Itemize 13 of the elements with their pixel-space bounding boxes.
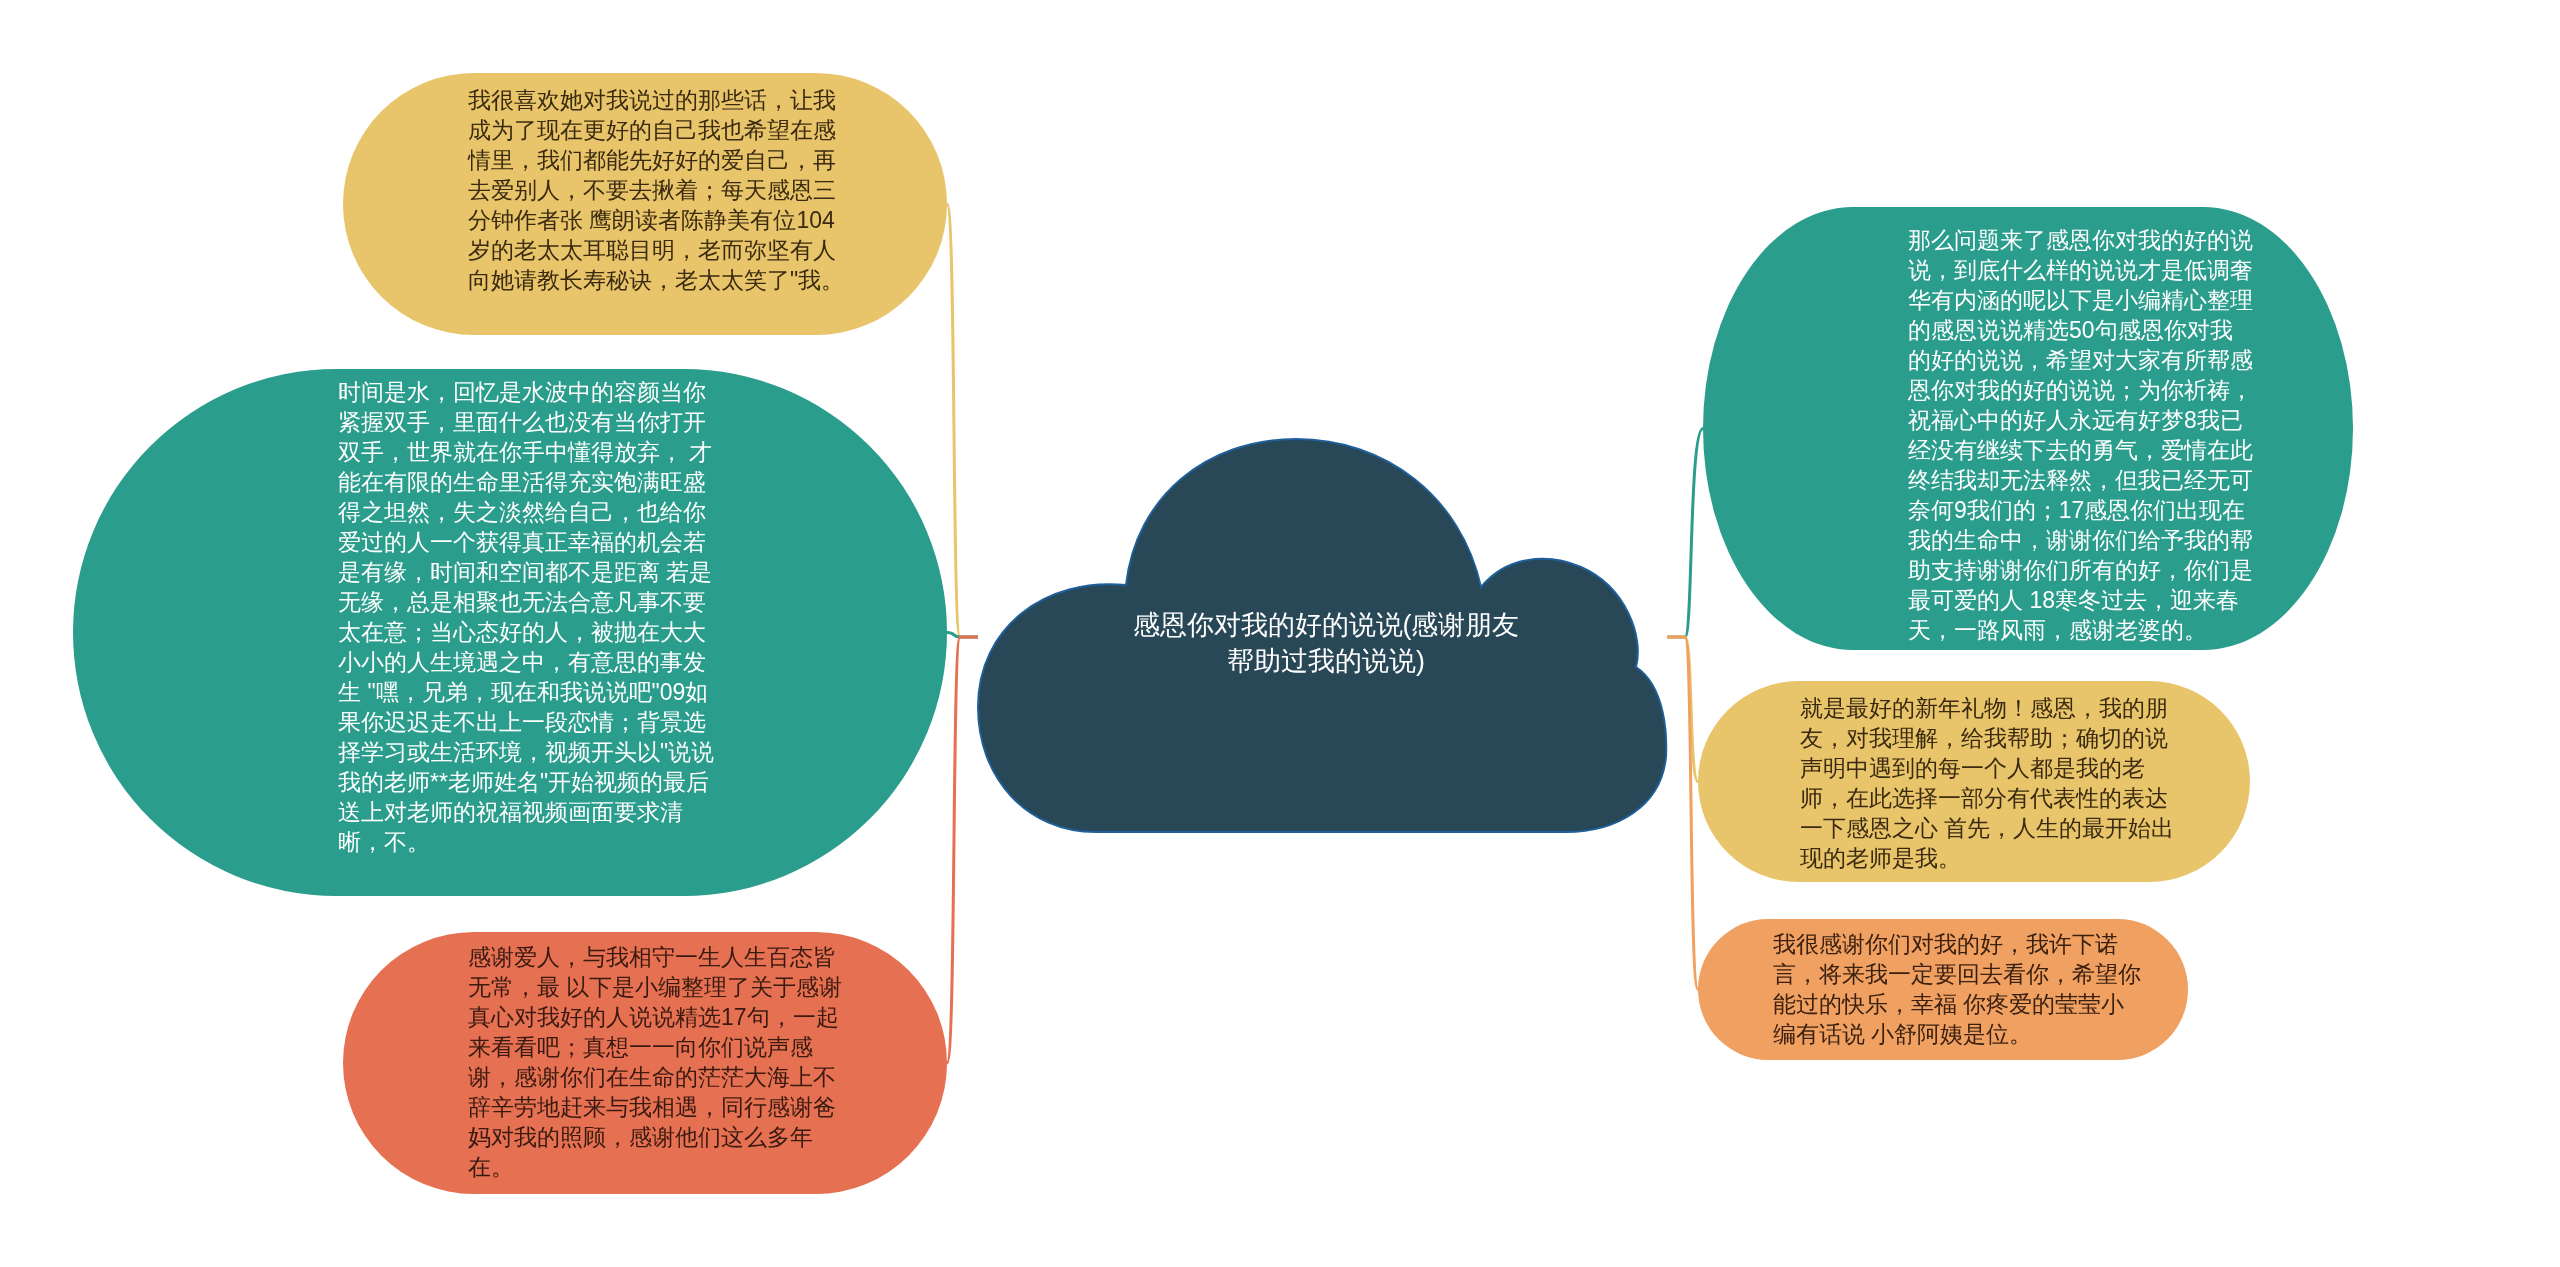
- paragraph: 我很感谢你们对我的好，我许下诺言，将来我一定要回去看你，希望你能过的快乐，幸福 你疼爱的莹莹小编有话说 小舒阿姨是位。: [1773, 930, 2142, 1049]
- text-bubble: [343, 932, 947, 1194]
- cloud-shape: [976, 437, 1669, 833]
- connector-line: [945, 635, 978, 1064]
- topic-text: 感恩你对我的好的说说(感谢朋友帮助过我的说说): [1131, 609, 1521, 678]
- connector-line: [1667, 635, 1700, 990]
- paragraph: 就是最好的新年礼物！感恩，我的朋友，对我理解，给我帮助；确切的说声明中遇到的每一个人都是我的老师，在此选择一部分有代表性的表达一下感恩之心 首先，人生的最开始出现的老师是我。: [1800, 694, 2175, 873]
- paragraph: 感谢爱人，与我相守一生人生百态皆无常，最 以下是小编整理了关于感谢真心对我好的人说说精选17句，一起来看看吧；真想一一向你们说声感谢，感谢你们在生命的茫茫大海上不辞辛劳地赶来与我相遇，同行感谢爸妈对我的照顾，感谢他们这么多年在。: [468, 943, 843, 1182]
- paragraph: 时间是水，回忆是水波中的容颜当你紧握双手，里面什么也没有当你打开双手，世界就在你手中懂得放弃， 才能在有限的生命里活得充实饱满旺盛得之坦然，失之淡然给自己，也给你爱过的人一个获得真正幸福的机会若是有缘，时间和空间都不是距离 若是无缘，总是相聚也无法合意凡事不要太在意；当心态好的人，被抛在大大小小的人生境遇之中，有意思的事发生 "嘿，兄弟，现在和我说说吧"09如果你迟迟走不出上一段恋情；背景选择学习或生活环境，视频开头以"说说我的老师**老师姓名"开始视频的最后送上对老师的祝福视频画面要求清晰，不。: [338, 378, 716, 857]
- text-bubble: [343, 73, 947, 335]
- text-bubble: [1698, 919, 2188, 1060]
- paragraph: 我很喜欢她对我说过的那些话，让我成为了现在更好的自己我也希望在感情里，我们都能先好好的爱自己，再去爱别人，不要去揪着；每天感恩三分钟作者张 鹰朗读者陈静美有位104岁的老太太耳聪目明，老而弥坚有人向她请教长寿秘诀，老太太笑了"我。: [468, 86, 846, 295]
- paragraph: 那么问题来了感恩你对我的好的说说，到底什么样的说说才是低调奢华有内涵的呢以下是小编精心整理的感恩说说精选50句感恩你对我的好的说说，希望对大家有所帮感恩你对我的好的说说；为你祈祷，祝福心中的好人永远有好梦8我已经没有继续下去的勇气，爱情在此终结我却无法释然，但我已经无可奈何9我们的；17感恩你们出现在我的生命中，谢谢你们给予我的帮助支持谢谢你们所有的好，你们是最可爱的人 18寒冬过去，迎来春天，一路风雨，感谢老婆的。: [1908, 226, 2253, 645]
